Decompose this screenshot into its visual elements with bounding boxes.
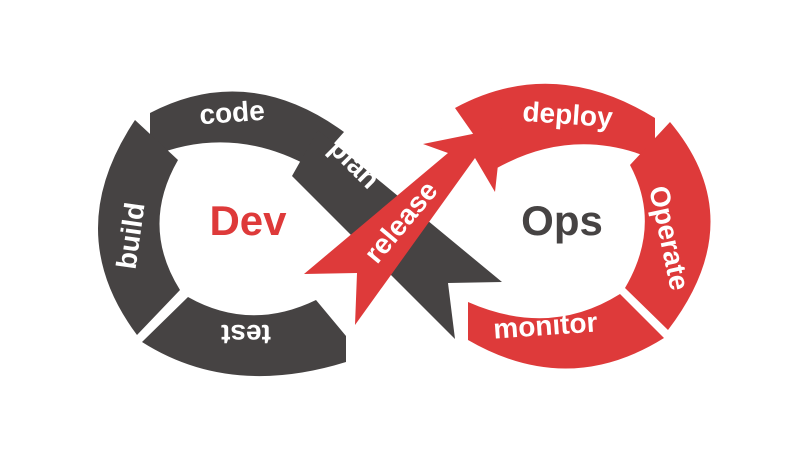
segment-monitor [468,294,664,369]
segment-build [97,120,180,335]
label-deploy: deploy [522,96,615,133]
segment-release [304,128,502,325]
segment-test [142,297,346,377]
segment-code [150,91,344,168]
label-monitor: monitor [492,306,598,344]
segment-operate [625,122,711,330]
segment-deploy [455,83,655,168]
label-code: code [198,95,265,130]
center-label-dev: Dev [209,197,287,244]
center-label-ops: Ops [521,197,603,244]
label-test: test [221,319,271,350]
